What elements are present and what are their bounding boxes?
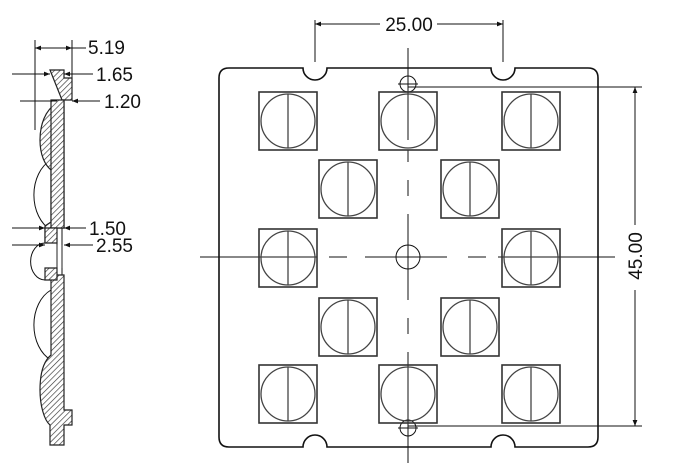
plate-outline <box>218 67 599 448</box>
lens-r1-c1 <box>258 91 318 151</box>
section-hatch-lower <box>44 267 58 281</box>
lens-r2-c1 <box>318 159 378 219</box>
dim-5-19: 5.19 <box>88 38 125 59</box>
front-view: 25.00 45.00 <box>200 15 647 463</box>
dim-45-00: 45.00 <box>626 232 647 280</box>
dim-2-55: 2.55 <box>96 236 133 257</box>
lens-r4-c1 <box>318 297 378 357</box>
lens-r2-c2 <box>440 159 500 219</box>
lens-r5-c3 <box>501 364 561 424</box>
lens-r1-c2 <box>378 91 438 151</box>
lens-r4-c2 <box>440 297 500 357</box>
lens-r5-c1 <box>258 364 318 424</box>
dim-1-20: 1.20 <box>104 92 141 113</box>
lens-r5-c2 <box>378 364 438 424</box>
section-hatch-bottom <box>39 274 73 446</box>
lens-r3-c2 <box>501 228 561 288</box>
center-hole <box>395 244 421 270</box>
dim-1-50: 1.50 <box>89 219 126 240</box>
lens-r1-c3 <box>501 91 561 151</box>
lens-r3-c1 <box>258 228 318 288</box>
section-hatch-mid <box>50 99 65 229</box>
dim-25-00: 25.00 <box>385 15 433 36</box>
lens-grid <box>258 91 561 424</box>
dim-1-65: 1.65 <box>96 65 133 86</box>
side-section-view: 5.19 1.65 1.20 1.50 2.55 <box>12 38 141 446</box>
section-hatch-tab <box>44 227 58 244</box>
